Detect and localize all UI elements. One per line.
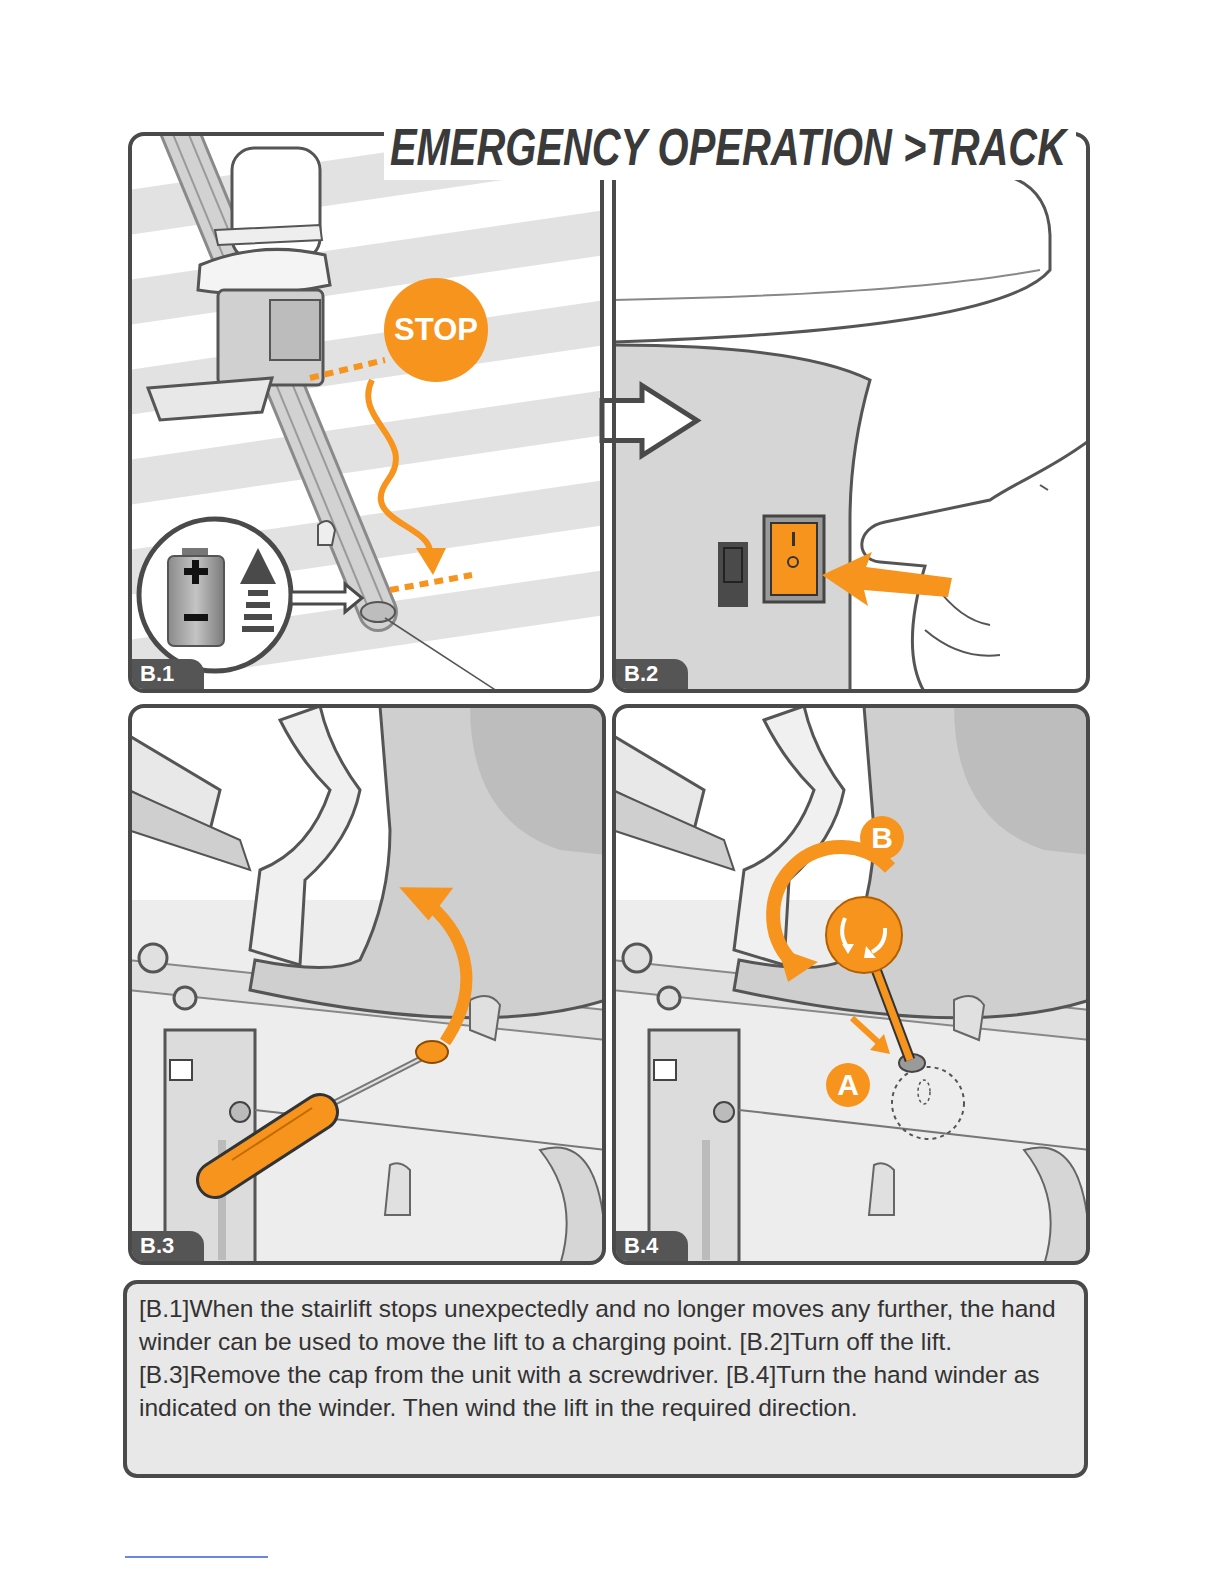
stairlift-scene-part [270,300,320,360]
cap-removal-scene [130,706,604,1263]
hand-winder-scene-part [892,1067,964,1139]
hand-winder-scene-part [918,1080,930,1104]
power-switch-scene-part [1040,485,1048,490]
step-panel: B.3 [128,704,606,1265]
footer-rule [125,1556,268,1558]
power-switch-scene-part [724,548,742,582]
stairlift-scene-part [184,614,208,621]
stairlift-scene-part [291,584,362,612]
stairlift-scene-part [198,249,330,294]
instruction-box: [B.1]When the stairlift stops unexpected… [123,1280,1088,1478]
stairlift-scene-part [139,519,291,671]
hand-winder-scene-part [614,706,1088,1263]
hand-winder-scene [614,706,1088,1263]
hand-winder-scene-part [826,897,902,973]
hand-winder-scene-part [778,948,818,982]
cap-removal-scene-part [130,706,604,1263]
page-title: EMERGENCY OPERATION >TRACK [390,114,1066,180]
stairlift-scene-part [215,225,322,245]
stairlift-scene-part [242,626,274,632]
title-band: EMERGENCY OPERATION >TRACK [384,114,1076,180]
step-arrow-shape [602,386,697,456]
step-label: B.4 [616,1231,688,1261]
power-switch-scene-part [862,440,1088,691]
hand-winder-scene-part [864,946,876,958]
stairlift-scene-part [218,290,323,385]
stairlift-scene-part [390,575,472,590]
callout-letter: B [860,816,904,860]
cap-removal-scene-part [232,1108,312,1160]
cap-removal-scene-part [215,1112,320,1180]
stairlift-scene-part [148,378,272,420]
stairlift-scene-part [246,602,270,608]
hand-winder-scene-part [852,1018,878,1042]
step-label: B.3 [132,1231,204,1261]
cap-removal-scene-part [399,878,458,925]
step-label: B.2 [616,659,688,689]
cap-removal-scene-part [330,1055,428,1105]
power-switch-scene-part [771,523,817,595]
power-switch-scene-part [792,532,795,546]
stairlift-scene-part [168,556,224,646]
stairlift-scene [130,134,602,691]
stairlift-scene-part [361,602,395,622]
power-switch-scene-part [614,172,1050,342]
cap-removal-scene-part [416,1041,448,1063]
callout-text: B [871,821,893,855]
hand-winder-scene-part [842,944,854,954]
step-panel: B.4 B A [612,704,1090,1265]
stairlift-scene-part [310,360,385,378]
cap-removal-scene-part [215,1112,320,1180]
stairlift-scene-part [416,548,446,575]
step-label: B.1 [132,659,204,689]
stairlift-scene-part [248,590,268,596]
stairlift-scene-part [368,380,430,552]
stairlift-scene-part [192,560,199,584]
hand-winder-scene-part [870,1034,890,1054]
callout-text: STOP [394,312,478,348]
step-panel: B.1 STOP [128,132,604,693]
callout-letter: A [826,1063,870,1107]
hand-winder-scene-part [872,928,885,952]
hand-winder-scene-part [842,918,848,948]
cap-removal-scene-part [330,1055,428,1105]
power-switch-scene-part [788,557,798,567]
stairlift-scene-part [240,548,276,584]
stop-badge: STOP [384,278,488,382]
instruction-text: [B.1]When the stairlift stops unexpected… [139,1292,1072,1424]
power-switch-scene-part [718,542,748,607]
stairlift-scene-part [385,618,500,691]
step-arrow [602,386,697,456]
power-switch-scene-part [822,552,952,606]
power-switch-scene-part [764,516,824,602]
power-switch-scene-part [614,270,1040,300]
callout-text: A [837,1068,859,1102]
step-panel: B.2 [612,132,1090,693]
stairlift-scene-part [318,521,335,545]
stairlift-scene-part [244,614,272,620]
cap-removal-scene-part [430,905,466,1042]
